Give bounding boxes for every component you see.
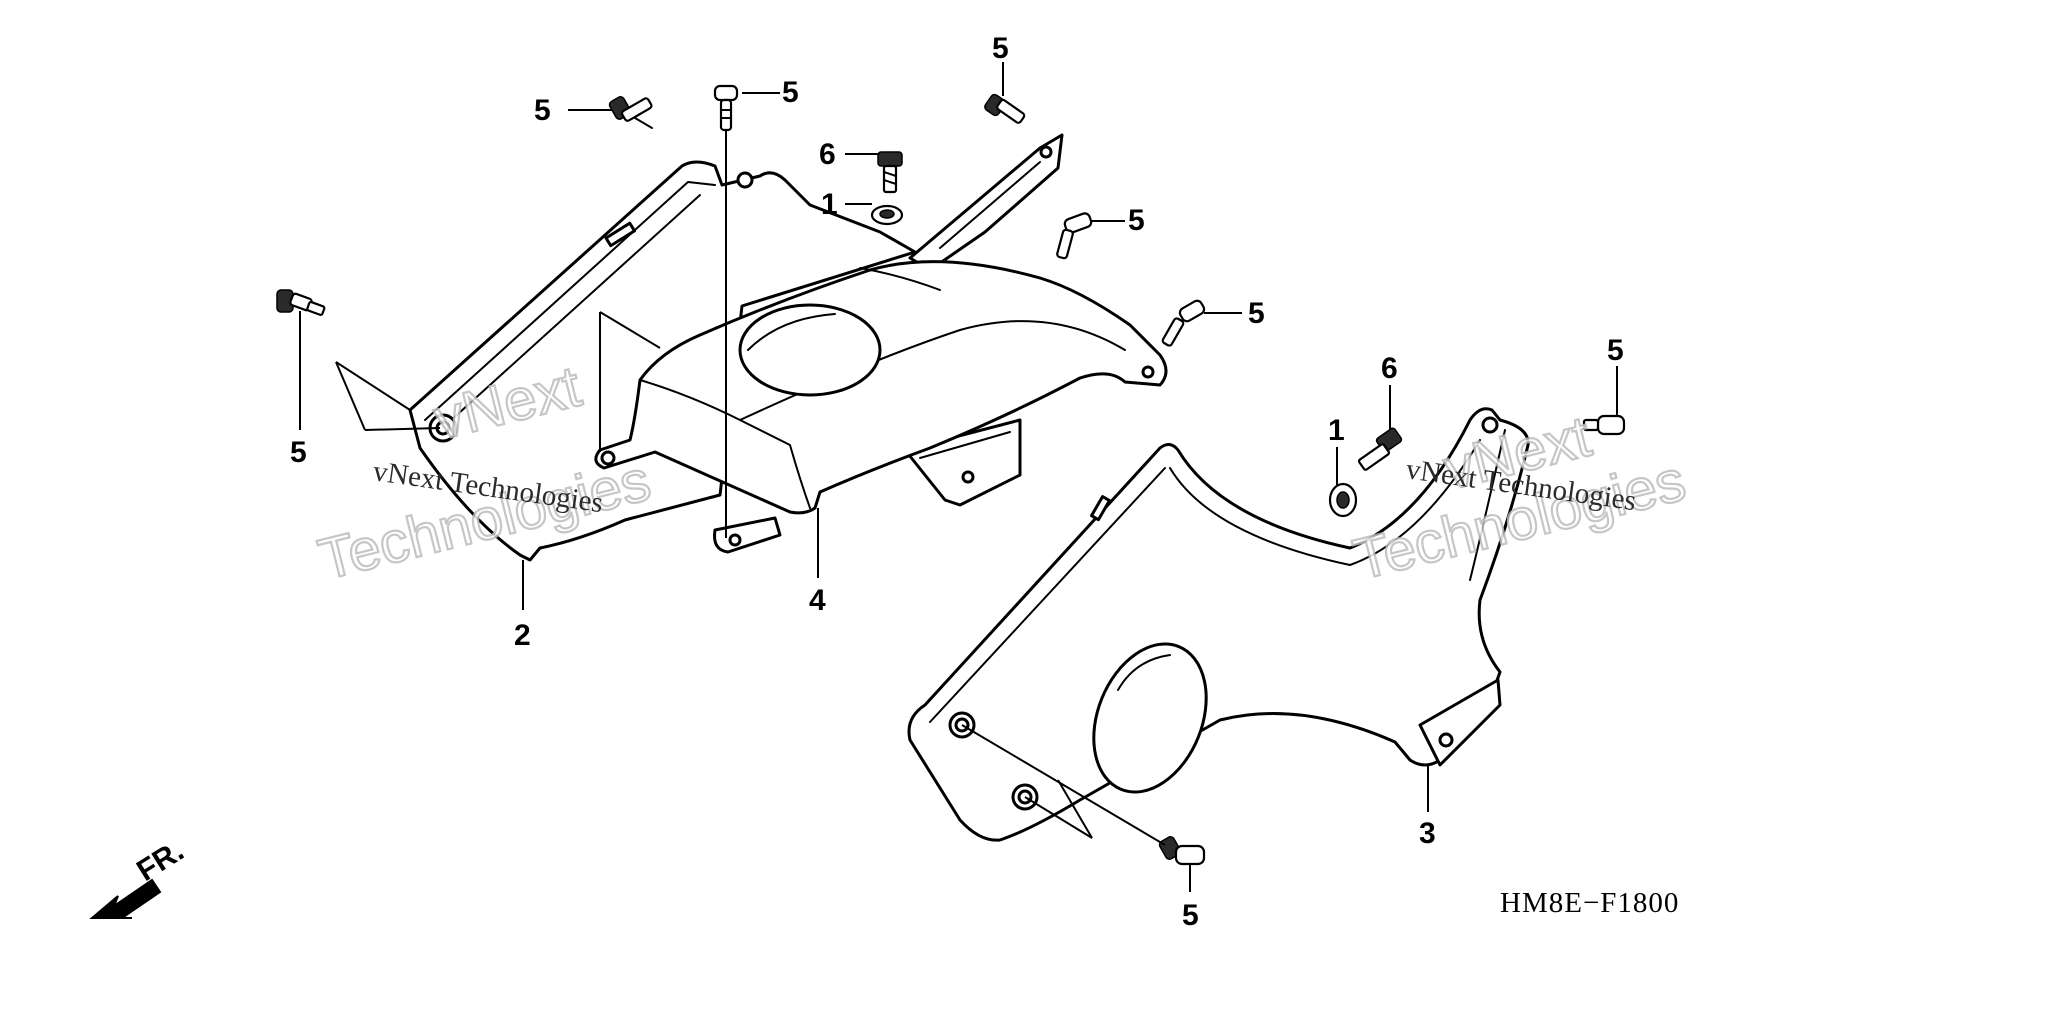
callout-6-top: 6 bbox=[819, 138, 836, 171]
callout-5-top-right: 5 bbox=[992, 32, 1009, 65]
front-arrow-icon bbox=[89, 878, 162, 919]
trim-clip-5a[interactable] bbox=[608, 95, 653, 129]
trim-clip-5g[interactable] bbox=[1582, 414, 1626, 436]
bolt-6a[interactable] bbox=[877, 151, 903, 194]
callout-1-right: 1 bbox=[1328, 414, 1345, 447]
callout-5-bottom: 5 bbox=[1182, 899, 1199, 932]
callout-5-top-center: 5 bbox=[782, 76, 799, 109]
callout-5-far-left: 5 bbox=[290, 436, 307, 469]
center-cover-rear-flap bbox=[903, 133, 1064, 507]
trim-clip-5d[interactable] bbox=[1056, 212, 1093, 260]
callout-5-far-right: 5 bbox=[1607, 334, 1624, 367]
trim-clip-5c[interactable] bbox=[983, 93, 1026, 124]
front-direction-indicator: FR. bbox=[89, 834, 190, 919]
bolt-6b[interactable] bbox=[1357, 427, 1403, 471]
callout-4: 4 bbox=[809, 584, 826, 617]
grommet-1a[interactable] bbox=[870, 204, 904, 226]
callout-2: 2 bbox=[514, 619, 531, 652]
callout-3: 3 bbox=[1419, 817, 1436, 850]
callout-6-right: 6 bbox=[1381, 352, 1398, 385]
callout-5-top-left: 5 bbox=[534, 94, 551, 127]
trim-clip-5f[interactable] bbox=[276, 289, 326, 316]
drawing-code: HM8E−F1800 bbox=[1500, 887, 1679, 919]
grommet-1b[interactable] bbox=[1328, 482, 1358, 518]
trim-clip-5e[interactable] bbox=[1161, 299, 1206, 347]
callout-5-right-upper: 5 bbox=[1128, 204, 1145, 237]
watermark-right: vNext Technologies vNext Technologies bbox=[1346, 403, 1692, 594]
callout-5-right-middle: 5 bbox=[1248, 297, 1265, 330]
right-side-cover[interactable] bbox=[907, 407, 1530, 842]
trim-clip-5h[interactable] bbox=[1158, 835, 1206, 866]
trim-clip-5b[interactable] bbox=[713, 84, 739, 132]
leader-lines bbox=[299, 62, 1618, 892]
center-cover[interactable] bbox=[594, 260, 1168, 554]
front-label: FR. bbox=[131, 834, 189, 888]
callout-1-top: 1 bbox=[821, 188, 838, 221]
